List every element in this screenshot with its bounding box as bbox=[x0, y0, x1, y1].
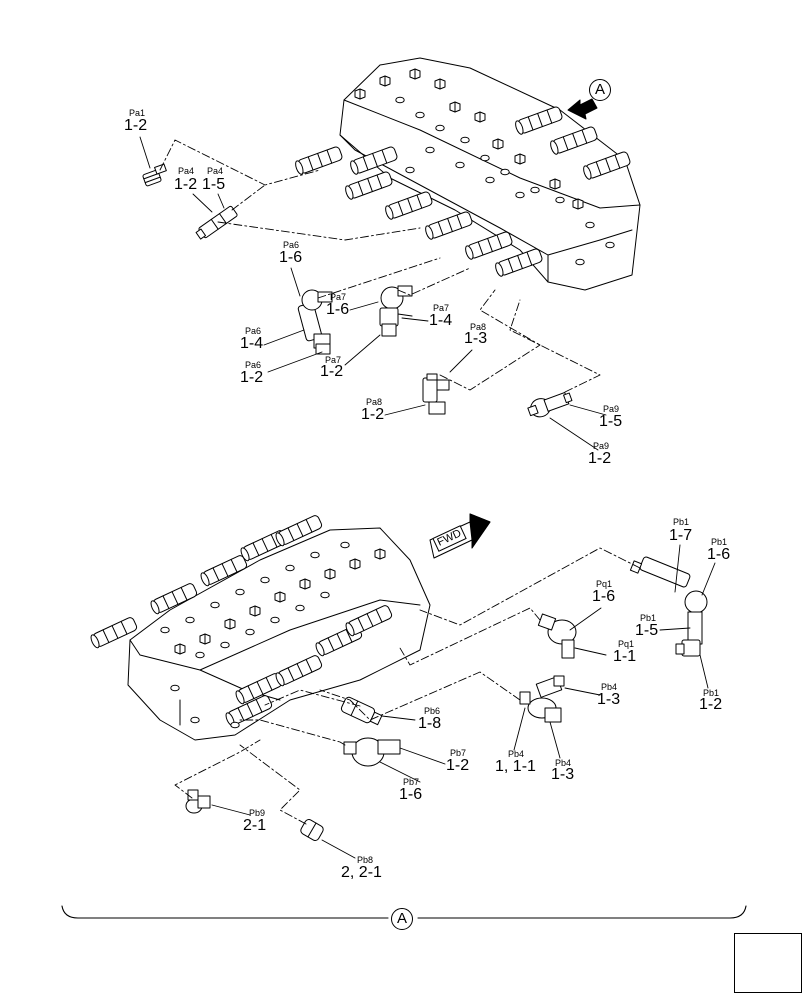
fitting-pb4 bbox=[519, 675, 565, 723]
ref-label: 1-4 bbox=[429, 312, 453, 329]
ref-label: 1-6 bbox=[279, 249, 303, 266]
port-label: Pa7 bbox=[325, 355, 342, 365]
next-page-button[interactable] bbox=[734, 933, 802, 993]
port-label: Pb4 bbox=[601, 682, 618, 692]
view-a-marker-bottom: A bbox=[391, 908, 413, 930]
fitting-pa6 bbox=[297, 289, 333, 355]
port-label: Pb1 bbox=[711, 537, 728, 547]
ref-label: 1-5 bbox=[635, 622, 659, 639]
port-label: Pb7 bbox=[403, 777, 420, 787]
ref-label: 1-7 bbox=[669, 527, 693, 544]
top-hose-routes bbox=[159, 139, 601, 393]
fitting-pb8 bbox=[300, 819, 324, 841]
port-label: Pb1 bbox=[640, 613, 657, 623]
port-label: Pb9 bbox=[249, 808, 266, 818]
view-a-bracket bbox=[61, 905, 747, 919]
port-label: Pa6 bbox=[245, 326, 262, 336]
port-label: Pb6 bbox=[424, 706, 441, 716]
ref-label: 1-2 bbox=[699, 696, 723, 713]
ref-label: 1-2 bbox=[320, 363, 344, 380]
ref-label: 1-6 bbox=[707, 546, 731, 563]
ref-label: 1-8 bbox=[418, 715, 442, 732]
ref-label: 2-1 bbox=[243, 817, 267, 834]
fitting-pa7 bbox=[379, 285, 413, 337]
view-a-marker-top: A bbox=[589, 79, 611, 101]
bottom-leader-lines bbox=[211, 544, 716, 859]
fitting-pa9 bbox=[527, 392, 573, 418]
ref-label: 1-6 bbox=[326, 301, 350, 318]
port-label: Pa1 bbox=[129, 108, 146, 118]
ref-label: 1-3 bbox=[464, 330, 488, 347]
bottom-control-valve bbox=[88, 513, 431, 741]
ref-label: 1-2 bbox=[361, 406, 385, 423]
ref-label: 1-2 bbox=[174, 176, 198, 193]
top-leader-lines bbox=[139, 136, 607, 451]
port-label: Pb8 bbox=[357, 855, 374, 865]
port-label: Pa8 bbox=[366, 397, 383, 407]
ref-label: 1-2 bbox=[588, 450, 612, 467]
fitting-pb6 bbox=[340, 696, 383, 726]
ref-label: 1-4 bbox=[240, 335, 264, 352]
view-arrow bbox=[567, 98, 598, 120]
port-label: Pa4 bbox=[178, 166, 195, 176]
port-label: Pa6 bbox=[245, 360, 262, 370]
bottom-hose-routes bbox=[174, 547, 641, 825]
port-label: Pa4 bbox=[207, 166, 224, 176]
bottom-fittings bbox=[185, 556, 708, 841]
ref-label: 1-6 bbox=[592, 588, 616, 605]
port-label: Pq1 bbox=[596, 579, 613, 589]
ref-label: 1-1 bbox=[613, 648, 637, 665]
ref-label: 1-5 bbox=[202, 176, 226, 193]
port-label: Pb1 bbox=[673, 517, 690, 527]
port-label: Pb1 bbox=[703, 688, 720, 698]
ref-label: 1-3 bbox=[597, 691, 621, 708]
port-label: Pb7 bbox=[450, 748, 467, 758]
ref-label: 2, 2-1 bbox=[341, 864, 382, 881]
port-label: Pa9 bbox=[603, 404, 620, 414]
port-label: Pq1 bbox=[618, 639, 635, 649]
port-label: Pb4 bbox=[555, 758, 572, 768]
ref-label: 1-2 bbox=[446, 757, 470, 774]
fitting-pb1 bbox=[629, 556, 708, 657]
fitting-pb7 bbox=[343, 737, 401, 767]
port-label: Pa8 bbox=[470, 322, 487, 332]
port-label: Pb4 bbox=[508, 749, 525, 759]
port-label: Pa7 bbox=[433, 303, 450, 313]
ref-label: 1-2 bbox=[124, 117, 148, 134]
fitting-pq1 bbox=[537, 613, 577, 659]
fitting-pb9 bbox=[185, 789, 211, 814]
ref-label: 1-2 bbox=[240, 369, 264, 386]
ref-label: 1-6 bbox=[399, 786, 423, 803]
port-label: Pa6 bbox=[283, 240, 300, 250]
ref-label: 1-3 bbox=[551, 766, 575, 783]
fitting-pa4 bbox=[195, 205, 238, 240]
fitting-pa8 bbox=[422, 373, 450, 415]
port-label: Pa9 bbox=[593, 441, 610, 451]
ref-label: 1, 1-1 bbox=[495, 758, 536, 775]
ref-label: 1-5 bbox=[599, 413, 623, 430]
top-control-valve bbox=[293, 57, 641, 291]
port-label: Pa7 bbox=[330, 292, 347, 302]
fitting-pa1 bbox=[141, 163, 167, 187]
